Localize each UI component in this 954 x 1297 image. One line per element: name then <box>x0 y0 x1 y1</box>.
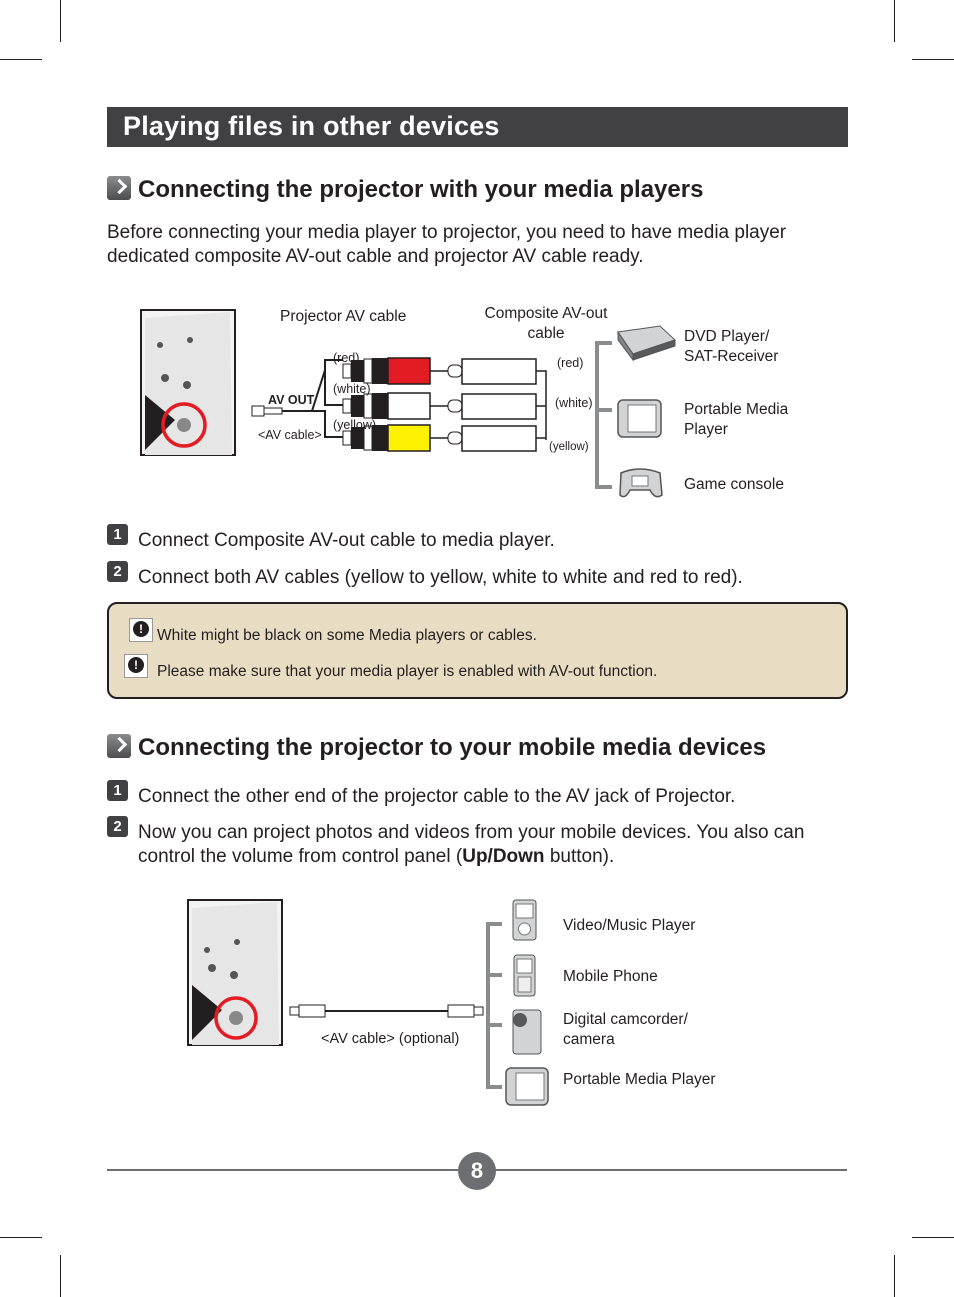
projector-image <box>140 309 236 456</box>
plug-label-white-left: (white) <box>333 382 371 396</box>
digital-camcorder-icon <box>512 1009 542 1055</box>
step-number-badge: 1 <box>107 524 128 545</box>
section-chevron-icon <box>107 176 131 200</box>
device-label-digital-camcorder: Digital camcorder/ camera <box>563 1011 688 1048</box>
plug-label-red-right: (red) <box>557 356 584 370</box>
warning-icon <box>124 654 148 678</box>
device-label-portable-media-player: Portable Media Player <box>563 1071 716 1088</box>
plug-label-red-left: (red) <box>333 351 360 365</box>
portable-media-player-icon <box>617 399 662 438</box>
av-cable-optional-label: <AV cable> (optional) <box>321 1031 460 1047</box>
page-number: 8 <box>458 1152 496 1190</box>
av-cable <box>251 359 343 438</box>
crop-mark <box>0 1237 42 1238</box>
step-text-part: button). <box>544 846 615 867</box>
projector-av-cable-label: Projector AV cable <box>280 308 407 325</box>
device-bracket <box>486 922 502 1089</box>
game-console-icon <box>619 468 663 498</box>
crop-mark <box>894 1255 895 1297</box>
section-heading: Connecting the projector with your media… <box>138 176 704 203</box>
up-down-button-label: Up/Down <box>462 846 545 867</box>
device-bracket <box>595 341 612 489</box>
connection-diagram-mobile-devices <box>187 899 549 1106</box>
rca-plugs-composite-cable <box>430 358 547 452</box>
crop-mark <box>60 0 61 42</box>
av-cable-optional <box>289 1004 484 1018</box>
device-label-game-console: Game console <box>684 476 784 493</box>
dvd-player-icon <box>617 325 676 362</box>
device-label-video-music-player: Video/Music Player <box>563 917 696 934</box>
step-number-badge: 1 <box>107 780 128 801</box>
crop-mark <box>894 0 895 42</box>
device-label-portable-media-player: Portable Media Player <box>684 401 789 438</box>
step-text: Now you can project photos and videos fr… <box>138 821 838 869</box>
crop-mark <box>0 59 42 60</box>
step-number-badge: 2 <box>107 561 128 582</box>
intro-paragraph: Before connecting your media player to p… <box>107 222 787 267</box>
plug-label-yellow-left: (yellow) <box>333 418 377 432</box>
projector-image <box>187 899 283 1046</box>
device-label-dvd: DVD Player/ SAT-Receiver <box>684 328 779 365</box>
mobile-phone-icon <box>513 954 536 997</box>
plug-label-yellow-right: (yellow) <box>549 441 589 453</box>
connection-diagram-media-players <box>140 309 676 498</box>
plug-label-white-right: (white) <box>555 396 593 410</box>
crop-mark <box>60 1255 61 1297</box>
device-label-mobile-phone: Mobile Phone <box>563 968 658 985</box>
composite-av-out-cable-label: Composite AV-out cable <box>484 305 608 342</box>
note-text: White might be black on some Media playe… <box>157 627 537 644</box>
page-title-bar: Playing files in other devices <box>107 107 848 147</box>
av-out-label: AV OUT <box>268 393 315 407</box>
note-box: White might be black on some Media playe… <box>107 602 848 699</box>
note-text: Please make sure that your media player … <box>157 663 658 680</box>
av-cable-label: <AV cable> <box>258 428 322 442</box>
video-music-player-icon <box>512 899 537 941</box>
step-text: Connect both AV cables (yellow to yellow… <box>138 567 743 588</box>
step-text: Connect Composite AV-out cable to media … <box>138 530 555 551</box>
section-heading: Connecting the projector to your mobile … <box>138 734 767 761</box>
section-chevron-icon <box>107 734 131 758</box>
page-title: Playing files in other devices <box>123 111 500 141</box>
crop-mark <box>912 1237 954 1238</box>
step-text-part: Now you can project photos and videos fr… <box>138 822 805 867</box>
warning-icon <box>129 618 153 642</box>
portable-media-player-icon <box>505 1067 549 1106</box>
step-text: Connect the other end of the projector c… <box>138 786 736 807</box>
rca-plugs-projector-cable <box>342 357 431 452</box>
step-number-badge: 2 <box>107 816 128 837</box>
crop-mark <box>912 59 954 60</box>
